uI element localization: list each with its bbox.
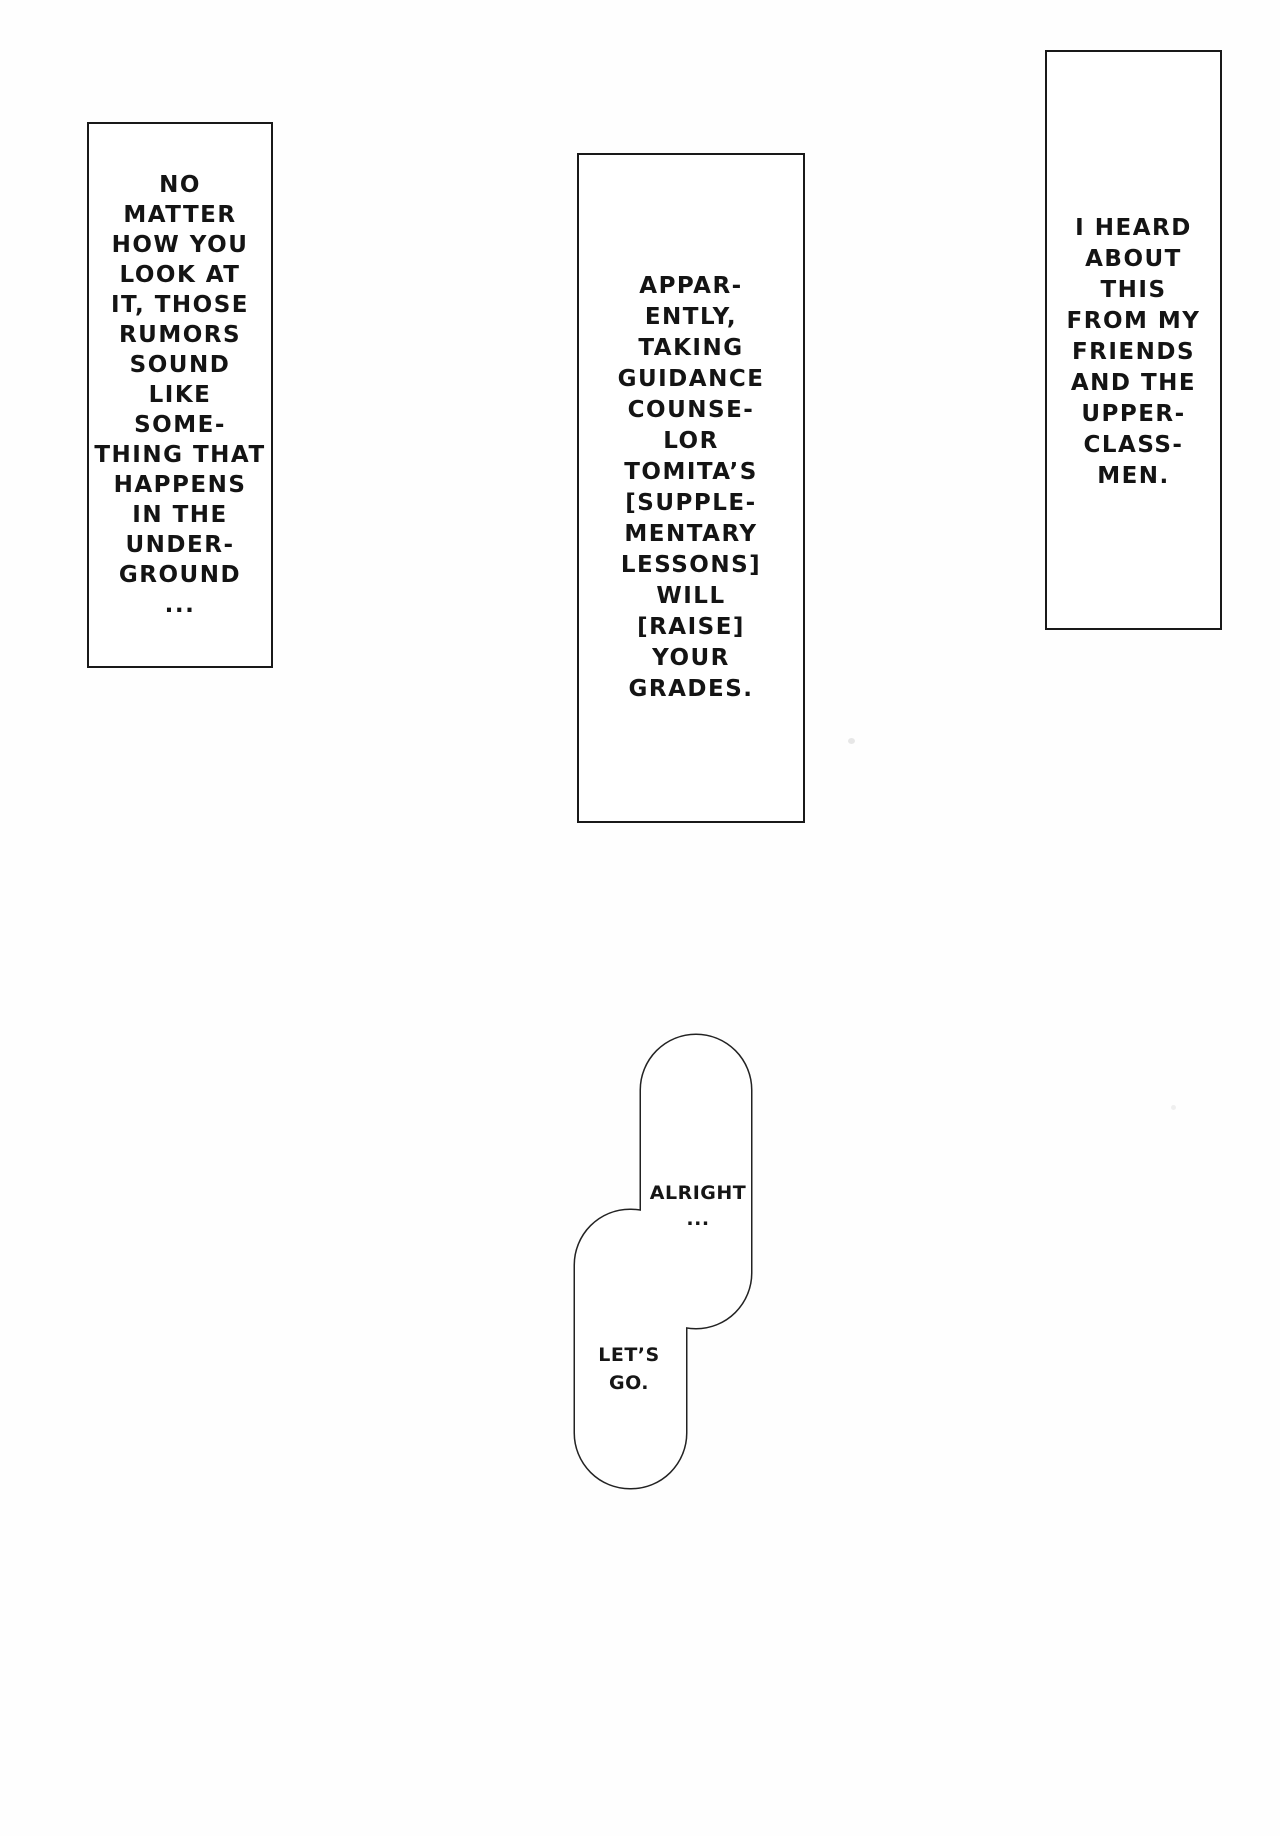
text-line: MEN. [1097, 462, 1170, 489]
text-line: TAKING [638, 335, 744, 361]
speech-bubble [573, 1033, 753, 1490]
text-line: RUMORS [118, 322, 242, 348]
text-line: THING THAT [94, 442, 266, 468]
text-line: [SUPPLE- [625, 490, 757, 516]
text-line: ENTLY, [644, 304, 738, 330]
text-line: LOOK AT [119, 262, 241, 288]
text-line: GO. [608, 1372, 650, 1394]
text-line: I HEARD [1075, 214, 1192, 241]
text-line: SOUND [129, 352, 231, 378]
text-line: SOME- [134, 412, 226, 438]
caption-text-left: NO MATTER HOW YOU LOOK AT IT, THOSE RUMORS SOU… [89, 170, 271, 620]
text-line: GROUND [118, 562, 242, 588]
text-line: LOR [663, 428, 719, 454]
text-line: LIKE [148, 382, 212, 408]
bubble-text-alright: ALRIGHT... [640, 1180, 756, 1232]
text-line: MENTARY [624, 521, 758, 547]
text-line: THIS [1100, 276, 1167, 303]
text-line: CLASS- [1083, 431, 1184, 458]
text-line: ABOUT [1085, 245, 1182, 272]
caption-box-center: APPAR- ENTLY, TAKING GUIDANCE COUNSE- LOR TOMI… [577, 153, 805, 823]
text-line: MATTER [123, 202, 237, 228]
caption-box-right: I HEARD ABOUT THIS FROM MY FRIENDS AND THE UPP… [1045, 50, 1222, 630]
text-line: WILL [656, 583, 726, 609]
text-line: FRIENDS [1071, 338, 1196, 365]
text-line: IT, THOSE [111, 292, 249, 318]
text-line: UPPER- [1081, 400, 1186, 427]
text-line: IN THE [132, 502, 228, 528]
text-line: COUNSE- [627, 397, 755, 423]
text-line: GUIDANCE [617, 366, 765, 392]
text-line: YOUR [652, 645, 730, 671]
text-line: LET’S [598, 1344, 660, 1366]
text-line: LESSONS] [620, 552, 762, 578]
text-line: UNDER- [125, 532, 235, 558]
text-line: GRADES. [628, 676, 754, 702]
text-line: ALRIGHT [649, 1182, 747, 1204]
text-line: ... [164, 592, 196, 618]
caption-box-left: NO MATTER HOW YOU LOOK AT IT, THOSE RUMORS SOU… [87, 122, 273, 668]
scan-speck [848, 738, 855, 744]
caption-text-center: APPAR- ENTLY, TAKING GUIDANCE COUNSE- LOR TOMI… [579, 271, 803, 705]
text-line: APPAR- [639, 273, 743, 299]
text-line: AND THE [1070, 369, 1197, 396]
text-line: NO [159, 172, 201, 198]
text-line: HOW YOU [111, 232, 249, 258]
scan-speck [1171, 1105, 1176, 1110]
text-line: ... [686, 1208, 710, 1230]
text-line: HAPPENS [113, 472, 247, 498]
text-line: [RAISE] [637, 614, 745, 640]
caption-text-right: I HEARD ABOUT THIS FROM MY FRIENDS AND THE UPP… [1047, 213, 1220, 492]
bubble-text-lets-go: LET’S GO. [573, 1341, 685, 1397]
text-line: FROM MY [1066, 307, 1201, 334]
text-line: TOMITA’S [624, 459, 758, 485]
